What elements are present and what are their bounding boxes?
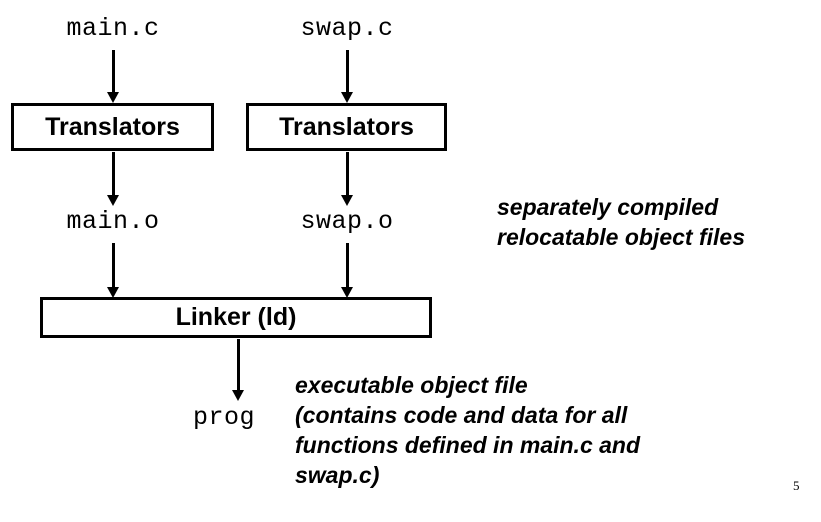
arrow-head xyxy=(341,287,353,298)
source-file-label-swap-c: swap.c xyxy=(300,14,394,43)
translators-box-left-label: Translators xyxy=(45,112,180,141)
note-relocatable-line-1: separately compiled xyxy=(497,194,719,220)
linker-box[interactable]: Linker (ld) xyxy=(40,297,432,338)
arrow-shaft xyxy=(345,50,349,92)
arrow-head xyxy=(341,92,353,103)
source-file-label-main-c: main.c xyxy=(66,14,160,43)
arrow-shaft xyxy=(236,339,240,390)
arrow-head xyxy=(232,390,244,401)
arrow-head xyxy=(341,195,353,206)
arrow-head xyxy=(107,287,119,298)
note-executable-line-2: (contains code and data for all xyxy=(295,402,628,428)
object-file-label-main-o: main.o xyxy=(66,207,160,236)
arrow-head xyxy=(107,92,119,103)
note-executable-line-4: swap.c) xyxy=(295,462,380,488)
arrow-head xyxy=(107,195,119,206)
arrow-shaft xyxy=(345,152,349,195)
arrow-shaft xyxy=(111,50,115,92)
translators-box-left[interactable]: Translators xyxy=(11,103,214,151)
object-file-label-swap-o: swap.o xyxy=(300,207,394,236)
note-executable-object-file: executable object file (contains code an… xyxy=(295,370,640,490)
note-executable-line-1: executable object file xyxy=(295,372,528,398)
note-executable-line-3: functions defined in main.c and xyxy=(295,432,641,458)
arrow-shaft xyxy=(345,243,349,287)
linker-box-label: Linker (ld) xyxy=(175,303,297,331)
slide-number: 5 xyxy=(793,478,800,493)
note-relocatable-line-2: relocatable object files xyxy=(497,224,745,250)
translators-box-right-label: Translators xyxy=(279,112,414,141)
note-relocatable-object-files: separately compiled relocatable object f… xyxy=(497,192,745,252)
arrow-shaft xyxy=(111,243,115,287)
translators-box-right[interactable]: Translators xyxy=(246,103,447,151)
arrow-shaft xyxy=(111,152,115,195)
executable-file-label-prog: prog xyxy=(193,403,256,432)
